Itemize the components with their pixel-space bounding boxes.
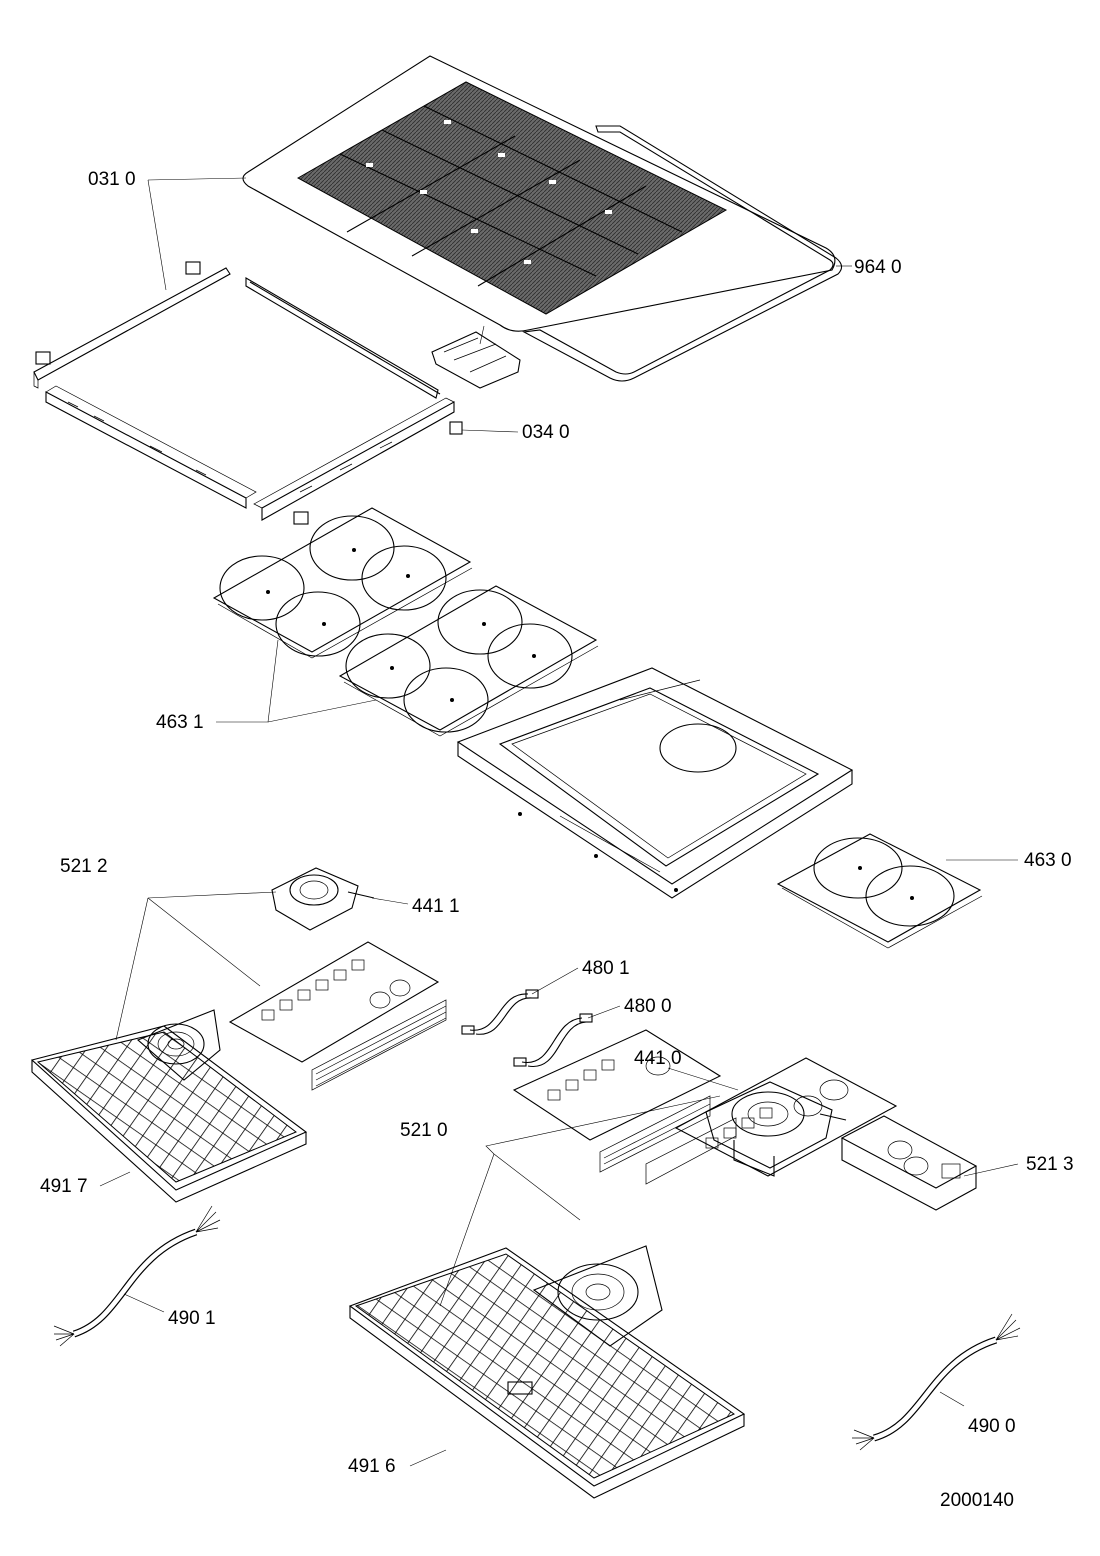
callout-031-0: 031 0 — [88, 169, 136, 190]
gasket-part — [522, 125, 843, 382]
induction-coil-panel-c — [776, 833, 983, 949]
power-board-small — [228, 941, 447, 1091]
power-board-large — [512, 1029, 898, 1185]
callout-491-6: 491 6 — [348, 1456, 396, 1477]
drawing-number: 2000140 — [940, 1490, 1014, 1511]
callout-480-0: 480 0 — [624, 996, 672, 1017]
callout-labels: 031 0 964 0 034 0 463 1 463 0 521 2 441 … — [40, 169, 1074, 1511]
callout-490-1: 490 1 — [168, 1308, 216, 1329]
small-fan-part — [271, 867, 375, 931]
callout-521-2: 521 2 — [60, 856, 108, 877]
induction-coil-panel-a — [212, 507, 473, 659]
callout-491-7: 491 7 — [40, 1176, 88, 1197]
callout-463-0: 463 0 — [1024, 850, 1072, 871]
glass-cooktop-part — [242, 55, 836, 332]
callout-480-1: 480 1 — [582, 958, 630, 979]
callout-441-0: 441 0 — [634, 1048, 682, 1069]
filter-module-part — [840, 1115, 978, 1211]
base-tray-part — [456, 667, 854, 899]
wiring-loom-part-0 — [513, 1013, 593, 1067]
power-cable-part-1 — [53, 1205, 221, 1347]
callout-964-0: 964 0 — [854, 257, 902, 278]
frame-rails-part — [33, 261, 463, 525]
callout-441-1: 441 1 — [412, 896, 460, 917]
fan-tray-small — [30, 1009, 308, 1203]
callout-034-0: 034 0 — [522, 422, 570, 443]
callout-463-1: 463 1 — [156, 712, 204, 733]
control-module-part — [431, 331, 521, 389]
callout-521-0: 521 0 — [400, 1120, 448, 1141]
cooking-zone-grid — [296, 81, 728, 315]
induction-coil-panel-b — [338, 585, 599, 737]
wiring-loom-part-1 — [461, 989, 539, 1035]
callout-521-3: 521 3 — [1026, 1154, 1074, 1175]
callout-490-0: 490 0 — [968, 1416, 1016, 1437]
leader-lines — [99, 177, 1019, 1467]
large-fan-part — [705, 1081, 847, 1177]
fan-tray-large — [348, 1245, 746, 1499]
power-cable-part-0 — [852, 1313, 1021, 1451]
